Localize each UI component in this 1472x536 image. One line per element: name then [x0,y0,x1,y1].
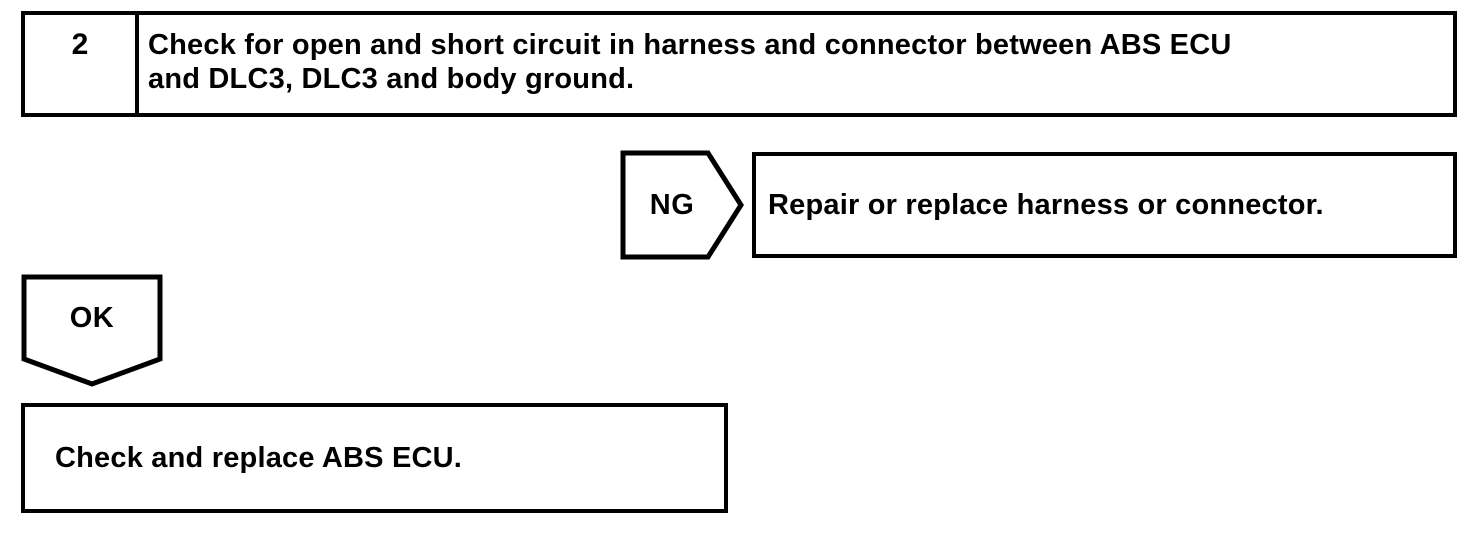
step-box: 2 Check for open and short circuit in ha… [21,11,1457,117]
ok-action-box: Check and replace ABS ECU. [21,403,728,513]
step-number-cell: 2 [25,15,139,113]
ng-arrow-right-icon [620,150,744,260]
ok-branch-arrow: OK [21,274,163,387]
ok-label: OK [69,301,115,334]
ng-action-box: Repair or replace harness or connector. [752,152,1457,258]
ok-label-wrap: OK [21,274,163,362]
step-instruction: Check for open and short circuit in harn… [139,15,1453,113]
ok-arrow-down-icon [21,274,163,387]
step-instruction-line-2: and DLC3, DLC3 and body ground. [148,63,635,95]
step-instruction-line-1: Check for open and short circuit in harn… [148,29,1232,61]
ng-branch-arrow: NG [620,150,744,260]
step-number: 2 [71,28,89,61]
ng-label-wrap: NG [620,150,724,260]
ng-action-text: Repair or replace harness or connector. [768,188,1324,221]
ok-action-text: Check and replace ABS ECU. [55,441,463,474]
ng-label: NG [649,188,695,221]
